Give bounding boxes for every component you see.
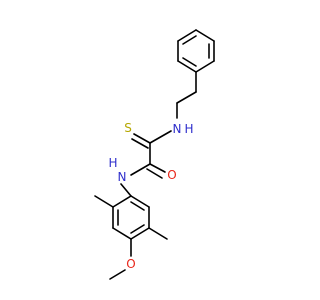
- hydrogen-label: H: [184, 122, 193, 136]
- bond: [149, 130, 172, 144]
- bond: [130, 195, 150, 208]
- oxygen-label: O: [167, 168, 176, 182]
- bond: [177, 60, 197, 73]
- bond: [182, 57, 197, 67]
- bond: [182, 35, 197, 45]
- bond: [177, 29, 197, 42]
- bond: [120, 183, 132, 197]
- bond: [195, 29, 215, 42]
- sulfur-label: S: [124, 121, 132, 135]
- bond: [176, 91, 197, 104]
- bond: [112, 195, 132, 208]
- atom-labels: S N H O H N O: [108, 121, 193, 271]
- bond: [131, 138, 149, 149]
- bond: [146, 168, 163, 179]
- bond: [130, 163, 151, 176]
- hydrogen-label: H: [108, 156, 117, 170]
- bond: [94, 195, 114, 208]
- nitrogen-label: N: [118, 170, 127, 184]
- nitrogen-label: N: [173, 122, 182, 136]
- bond: [109, 269, 126, 280]
- bond: [130, 227, 150, 240]
- bonds: [94, 29, 215, 280]
- bond: [195, 60, 215, 73]
- bond: [149, 163, 166, 173]
- bond: [130, 201, 145, 211]
- bond: [148, 227, 168, 240]
- bond: [112, 227, 132, 240]
- oxygen-label: O: [126, 257, 135, 271]
- bond: [130, 224, 145, 234]
- molecule-structure: S N H O H N O: [94, 29, 215, 280]
- bond: [133, 133, 151, 144]
